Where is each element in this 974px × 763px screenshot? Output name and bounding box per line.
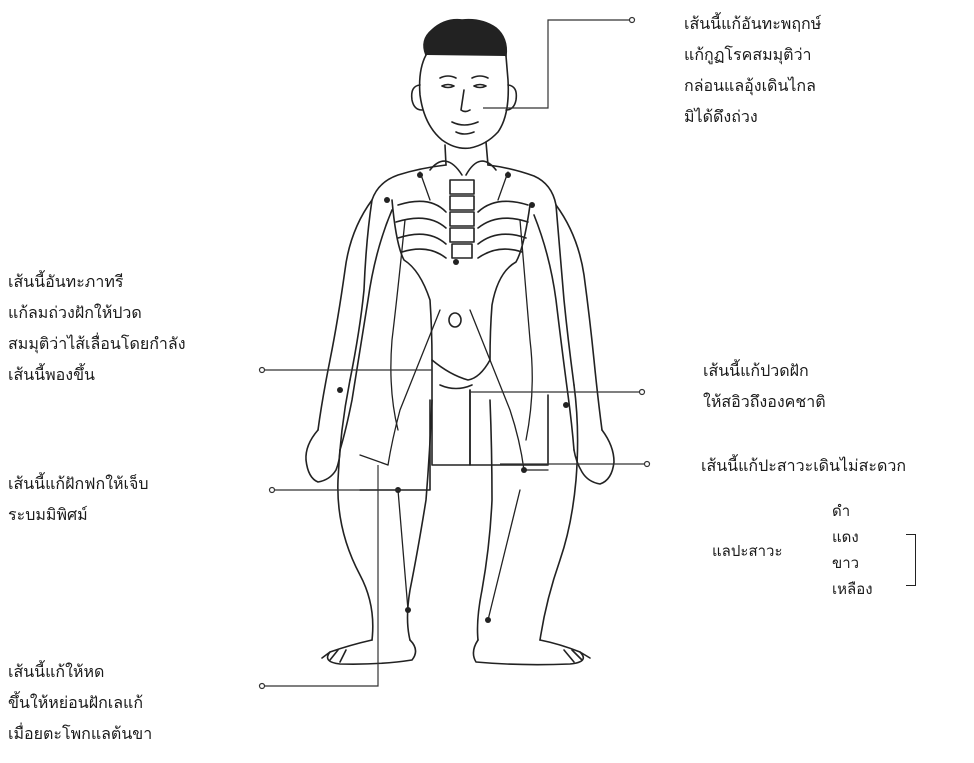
annotation-line: แก้กูฏโรคสมมุติว่า: [684, 39, 821, 70]
sen-lines: [360, 172, 548, 620]
urine-color: เหลือง: [832, 576, 873, 602]
annotation-left-upper: เส้นนี้อันทะภาทรี แก้ลมถ่วงฝักให้ปวด สมม…: [8, 266, 186, 390]
annotation-line: เส้นนี้แก้ปวดฝัก: [703, 355, 826, 386]
annotation-line: แลปะสาวะ: [712, 538, 783, 564]
annotation-line: กล่อนแลอุ้งเดินไกล: [684, 70, 821, 101]
annotation-line: เส้นนี้แก้อันทะพฤกษ์: [684, 8, 821, 39]
urine-color: แดง: [832, 524, 873, 550]
annotation-urine-colors: ดำ แดง ขาว เหลือง: [832, 498, 873, 602]
annotation-line: เส้นนี้แก้ปะสาวะเดินไม่สะดวก: [701, 450, 906, 481]
urine-color: ขาว: [832, 550, 873, 576]
annotation-right-middle: เส้นนี้แก้ปวดฝัก ให้สอิวถึงองคชาติ: [703, 355, 826, 417]
leader-top-right: [483, 20, 630, 108]
annotation-line: เส้นนี้อันทะภาทรี: [8, 266, 186, 297]
figure-torso: [350, 161, 574, 388]
figure-head: [412, 20, 517, 165]
sen-points: [337, 172, 569, 623]
annotation-right-lower: เส้นนี้แก้ปะสาวะเดินไม่สะดวก: [701, 450, 906, 481]
urine-color: ดำ: [832, 498, 873, 524]
annotation-line: สมมุติว่าไส้เลื่อนโดยกำลัง: [8, 328, 186, 359]
annotation-line: ให้สอิวถึงองคชาติ: [703, 386, 826, 417]
annotation-line: เมื่อยตะโพกแลต้นขา: [8, 718, 152, 749]
annotation-line: เส้นนี้พองขึ้น: [8, 359, 186, 390]
annotation-line: ระบมมิพิศม์: [8, 499, 149, 530]
annotation-line: เส้นนี้แก้ให้หด: [8, 656, 152, 687]
annotation-top-right: เส้นนี้แก้อันทะพฤกษ์ แก้กูฏโรคสมมุติว่า …: [684, 8, 821, 132]
annotation-left-lower: เส้นนี้แก้ให้หด ขึ้นให้หย่อนฝักเลแก้ เมื…: [8, 656, 152, 749]
figure-legs: [322, 360, 590, 665]
annotation-line: ขึ้นให้หย่อนฝักเลแก้: [8, 687, 152, 718]
annotation-line: เส้นนี้แก้ฝักฟกให้เจ็บ: [8, 468, 149, 499]
annotation-urine-prefix: แลปะสาวะ: [712, 538, 783, 564]
bracket: [906, 534, 916, 586]
leader-lines: [260, 18, 650, 689]
annotation-line: มิได้ดึงถ่วง: [684, 101, 821, 132]
annotation-left-middle: เส้นนี้แก้ฝักฟกให้เจ็บ ระบมมิพิศม์: [8, 468, 149, 530]
annotation-line: แก้ลมถ่วงฝักให้ปวด: [8, 297, 186, 328]
